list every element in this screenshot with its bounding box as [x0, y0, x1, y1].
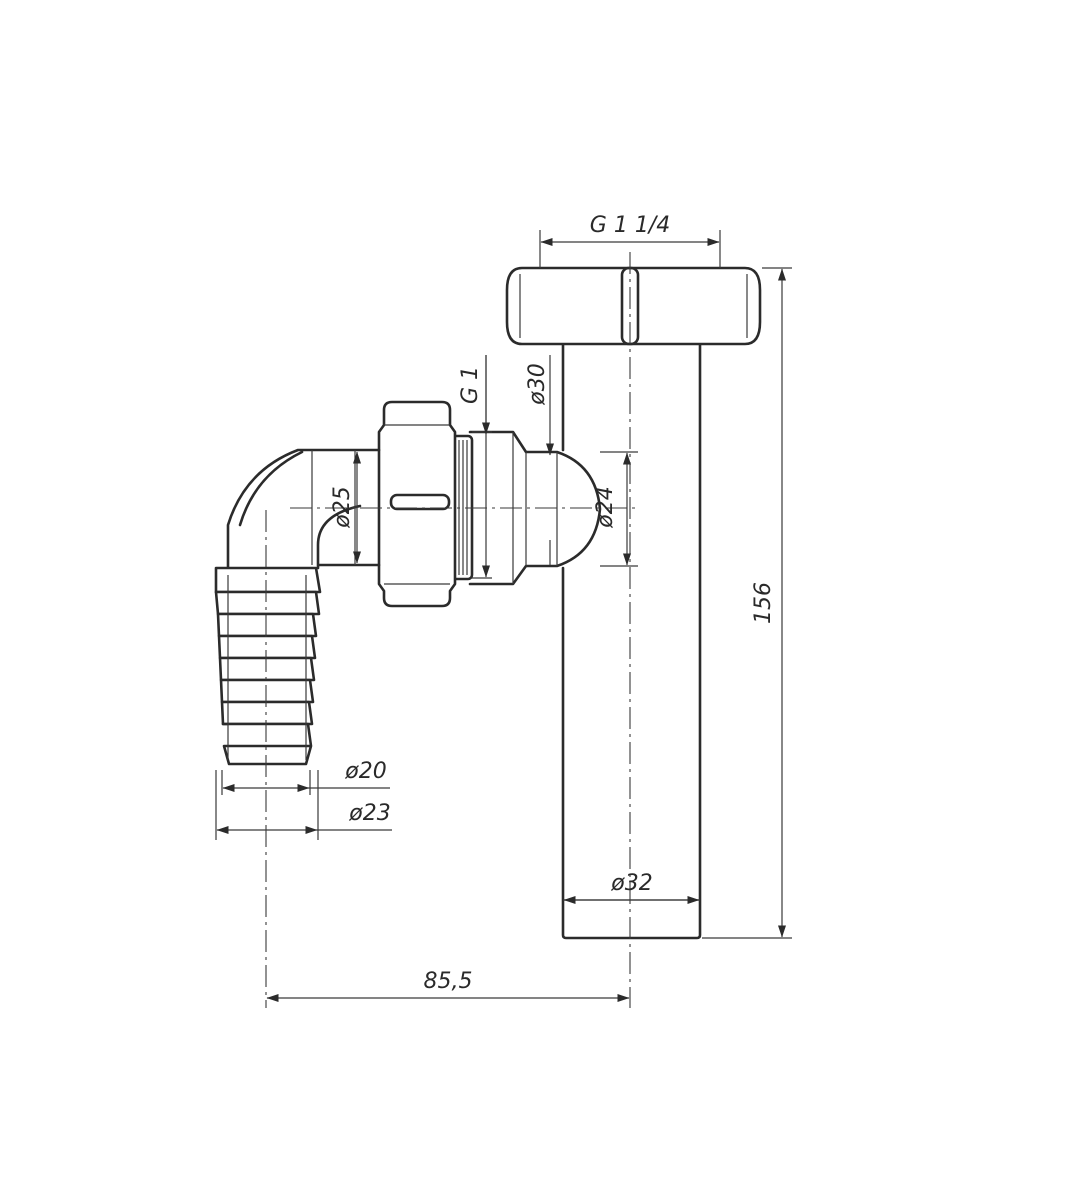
elbow	[226, 448, 381, 570]
side-union-nut	[377, 400, 457, 608]
label-dia30: ø30	[525, 363, 550, 405]
label-dia23: ø23	[348, 801, 390, 826]
label-dia20: ø20	[344, 759, 386, 784]
top-union-nut	[505, 266, 762, 346]
center-lines	[265, 252, 640, 1008]
hose-barb	[214, 566, 322, 766]
dimension-lines	[216, 238, 786, 1002]
label-dia32: ø32	[610, 871, 652, 896]
label-height: 156	[751, 582, 776, 624]
label-dia25: ø25	[330, 486, 355, 528]
dimension-labels: G 1 1/4 156 G 1 ø30 ø25 ø24 ø20 ø23 ø32 …	[330, 213, 776, 994]
label-offset: 85,5	[424, 969, 473, 994]
main-pipe	[561, 343, 702, 940]
label-thread-side: G 1	[458, 366, 483, 404]
label-thread-top: G 1 1/4	[590, 213, 670, 238]
label-dia24: ø24	[593, 486, 618, 528]
